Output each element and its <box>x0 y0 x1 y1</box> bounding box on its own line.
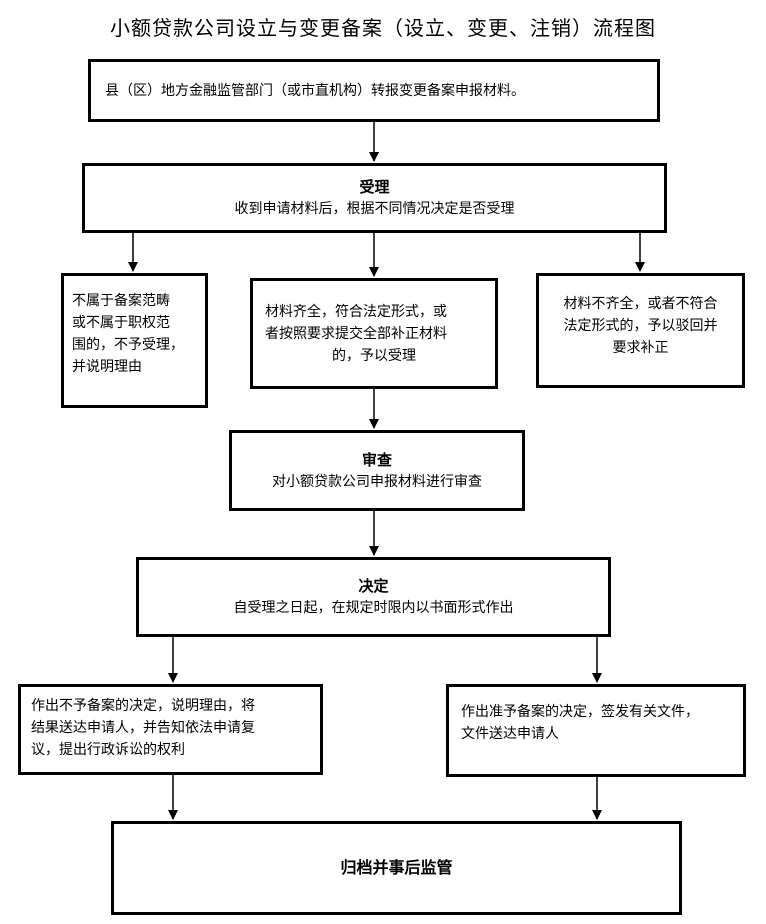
approve-line: 作出准予备案的决定，签发有关文件， <box>461 704 699 720</box>
submit-text: 县（区）地方金融监管部门（或市直机构）转报变更备案申报材料。 <box>105 82 525 99</box>
deny-line: 议，提出行政诉讼的权利 <box>31 742 185 758</box>
page-title: 小额贷款公司设立与变更备案（设立、变更、注销）流程图 <box>110 16 656 40</box>
deny-line: 作出不予备案的决定，说明理由，将 <box>31 698 255 714</box>
deny-box: 作出不予备案的决定，说明理由，将 结果送达申请人，并告知依法申请复 议，提出行政… <box>18 684 323 775</box>
deny-line: 结果送达申请人，并告知依法申请复 <box>31 720 255 736</box>
reject-scope-box: 不属于备案范畴 或不属于职权范 围的，不予受理， 并说明理由 <box>61 273 208 408</box>
accept-box: 受理 收到申请材料后，根据不同情况决定是否受理 <box>82 163 667 233</box>
accept-text: 收到申请材料后，根据不同情况决定是否受理 <box>234 201 515 217</box>
decision-text: 自受理之日起，在规定时限内以书面形式作出 <box>233 600 514 616</box>
approve-box: 作出准予备案的决定，签发有关文件， 文件送达申请人 <box>446 684 746 777</box>
decision-box: 决定 自受理之日起，在规定时限内以书面形式作出 <box>136 557 611 637</box>
archive-text: 归档并事后监管 <box>340 858 453 877</box>
approve-line: 文件送达申请人 <box>461 726 559 742</box>
accept-ok-line: 的，予以受理 <box>332 348 416 364</box>
accept-ok-line: 者按照要求提交全部补正材料 <box>265 326 447 342</box>
submit-box: 县（区）地方金融监管部门（或市直机构）转报变更备案申报材料。 <box>88 59 660 122</box>
accept-heading: 受理 <box>359 178 390 196</box>
return-fix-box: 材料不齐全，或者不符合 法定形式的，予以驳回并 要求补正 <box>536 273 745 388</box>
reject-scope-line: 不属于备案范畴 <box>72 293 170 309</box>
reject-scope-line: 围的，不予受理， <box>72 337 184 353</box>
return-fix-line: 法定形式的，予以驳回并 <box>563 318 718 334</box>
review-heading: 审查 <box>361 450 392 469</box>
decision-heading: 决定 <box>358 577 389 595</box>
accept-ok-box: 材料齐全，符合法定形式，或 者按照要求提交全部补正材料 的，予以受理 <box>250 278 498 389</box>
review-text: 对小额贷款公司申报材料进行审查 <box>272 473 482 490</box>
return-fix-line: 要求补正 <box>612 340 669 356</box>
archive-box: 归档并事后监管 <box>111 821 682 915</box>
accept-ok-line: 材料齐全，符合法定形式，或 <box>265 304 447 320</box>
reject-scope-line: 或不属于职权范 <box>72 315 170 331</box>
return-fix-line: 材料不齐全，或者不符合 <box>563 296 718 312</box>
reject-scope-line: 并说明理由 <box>72 359 142 375</box>
review-box: 审查 对小额贷款公司申报材料进行审查 <box>229 430 525 511</box>
